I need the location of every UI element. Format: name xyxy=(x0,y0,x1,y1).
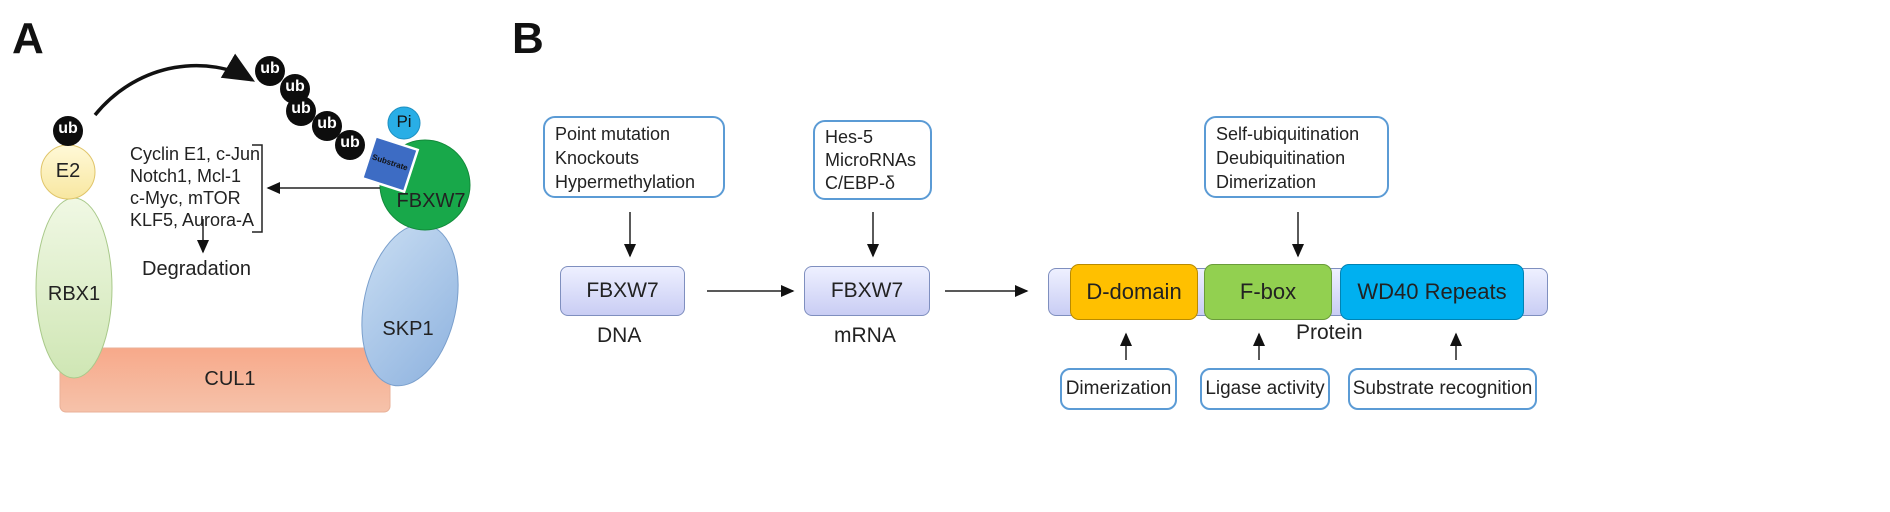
ub-chain-3 xyxy=(286,96,316,126)
fbxw7-mrna-box: FBXW7 xyxy=(804,266,930,316)
substrate-list-3: c-Myc, mTOR xyxy=(130,188,241,208)
substrate-list-1: Cyclin E1, c-Jun xyxy=(130,144,261,164)
mrna-regulator-1: Hes-5 xyxy=(825,127,874,147)
protein-regulator-2: Deubiquitination xyxy=(1216,148,1346,168)
fbxw7-label-a: FBXW7 xyxy=(396,190,466,212)
ub-chain-4 xyxy=(312,111,342,141)
skp1-label: SKP1 xyxy=(382,318,434,340)
ub-on-e2 xyxy=(53,116,83,146)
e2-label: E2 xyxy=(55,160,81,182)
ub-chain-1 xyxy=(255,56,285,86)
dna-regulator-3: Hypermethylation xyxy=(555,172,696,192)
ub-label-5: ub xyxy=(340,134,360,151)
wd40-repeats: WD40 Repeats xyxy=(1340,264,1524,320)
mrna-label: mRNA xyxy=(834,324,896,347)
substrate-list-4: KLF5, Aurora-A xyxy=(130,210,255,230)
protein-regulator-3: Dimerization xyxy=(1216,172,1317,192)
dna-regulator-1: Point mutation xyxy=(555,124,671,144)
ub-label-3: ub xyxy=(291,100,311,117)
cul1-label: CUL1 xyxy=(204,368,256,390)
mrna-regulator-2: MicroRNAs xyxy=(825,150,917,170)
ub-label-4: ub xyxy=(317,115,337,132)
panel-b-arrows xyxy=(624,212,1462,360)
function-ligase-activity: Ligase activity xyxy=(1200,368,1330,410)
d-domain: D-domain xyxy=(1070,264,1198,320)
substrate-shape xyxy=(360,134,420,194)
pi-shape xyxy=(387,106,421,140)
panel-b-letter: B xyxy=(512,14,544,63)
rbx1-label: RBX1 xyxy=(47,283,101,305)
fbxw7-dna-box: FBXW7 xyxy=(560,266,685,316)
substrate-bracket xyxy=(252,144,263,233)
mrna-regulators-box: Hes-5 MicroRNAs C/EBP-δ xyxy=(813,120,932,200)
protein-label: Protein xyxy=(1296,321,1363,344)
function-dimerization: Dimerization xyxy=(1060,368,1177,410)
f-box: F-box xyxy=(1204,264,1332,320)
dna-regulators-box: Point mutation Knockouts Hypermethylatio… xyxy=(543,116,725,198)
panel-a-diagram xyxy=(35,53,471,413)
mrna-regulator-3: C/EBP-δ xyxy=(825,173,896,193)
ub-label-e2: ub xyxy=(58,120,78,137)
ub-transfer-arrow xyxy=(93,53,256,117)
substrate-list-2: Notch1, Mcl-1 xyxy=(130,166,242,186)
ub-chain-5 xyxy=(335,130,365,160)
protein-regulator-1: Self-ubiquitination xyxy=(1216,124,1360,144)
pi-label: Pi xyxy=(396,112,412,131)
protein-regulators-box: Self-ubiquitination Deubiquitination Dim… xyxy=(1204,116,1389,198)
ub-label-1: ub xyxy=(260,60,280,77)
panel-a-letter: A xyxy=(12,14,44,63)
ub-label-2: ub xyxy=(285,78,305,95)
function-substrate-recognition: Substrate recognition xyxy=(1348,368,1537,410)
dna-label: DNA xyxy=(597,324,642,347)
dna-regulator-2: Knockouts xyxy=(555,148,640,168)
degradation-label: Degradation xyxy=(142,258,251,280)
